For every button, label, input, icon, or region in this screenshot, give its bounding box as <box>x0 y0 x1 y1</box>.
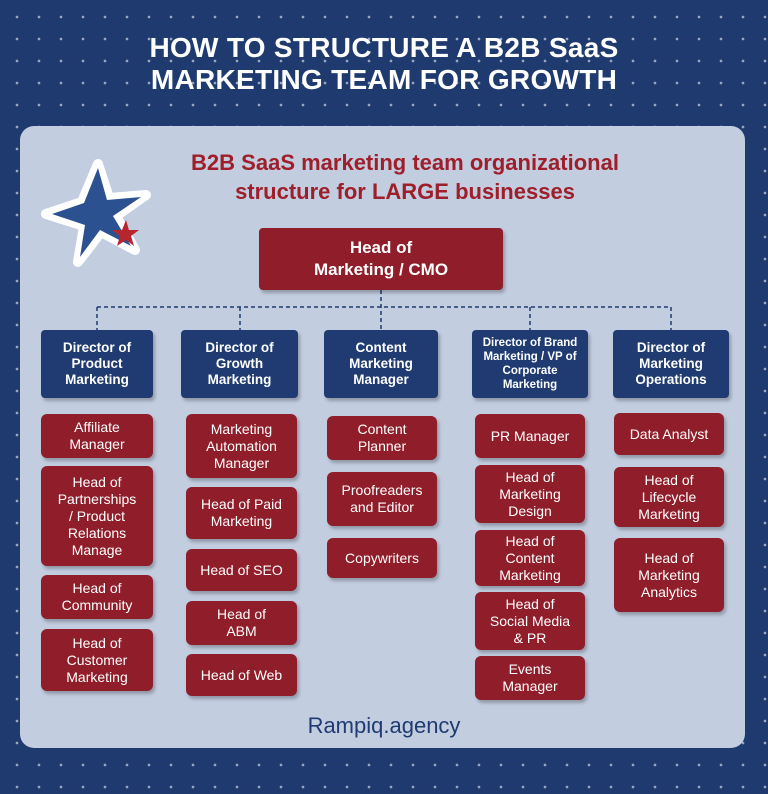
role-box-head-of-marketing-analytics: Head of Marketing Analytics <box>614 538 724 612</box>
director-line: Product <box>71 356 123 371</box>
role-box-pr-manager: PR Manager <box>475 414 585 458</box>
role-line: Events <box>508 661 552 677</box>
role-line: Head of <box>216 606 267 622</box>
role-box-head-of-lifecycle-marketing: Head of Lifecycle Marketing <box>614 467 724 527</box>
director-line: Marketing / VP of <box>483 351 577 363</box>
director-line: Growth <box>215 356 264 371</box>
role-line: Planner <box>357 438 407 454</box>
role-line: Marketing <box>66 668 128 685</box>
role-line: Head of <box>505 532 555 549</box>
role-line: PR Manager <box>490 427 570 444</box>
role-line: Affiliate <box>74 419 120 435</box>
head-of-marketing-box: Head of Marketing / CMO <box>259 228 503 290</box>
role-line: Marketing <box>499 566 561 583</box>
role-line: Marketing <box>638 505 700 522</box>
role-line: Head of <box>644 549 694 566</box>
director-line: Director of <box>205 340 274 355</box>
director-box-content-marketing-manager: Content Marketing Manager <box>324 330 438 398</box>
role-box-head-of-web: Head of Web <box>186 654 297 696</box>
role-line: Head of <box>505 595 555 612</box>
role-line: Marketing <box>210 513 273 529</box>
role-line: Head of Web <box>200 666 283 683</box>
role-line: Lifecycle <box>641 488 697 505</box>
role-line: Analytics <box>640 583 698 600</box>
director-box-brand-marketing: Director of Brand Marketing / VP of Corp… <box>472 330 588 398</box>
title-line-2: MARKETING TEAM FOR GROWTH <box>150 64 618 95</box>
head-line-1: Head of <box>349 238 413 257</box>
role-box-head-of-paid-marketing: Head of Paid Marketing <box>186 487 297 539</box>
director-line: Marketing <box>65 372 129 387</box>
subtitle-line-2: structure for LARGE businesses <box>235 179 575 204</box>
star-icon <box>40 158 158 276</box>
director-line: Marketing <box>639 356 703 371</box>
subtitle-line-1: B2B SaaS marketing team organizational <box>191 150 619 175</box>
director-box-marketing-operations: Director of Marketing Operations <box>613 330 729 398</box>
role-line: Proofreaders <box>341 482 423 498</box>
role-box-head-of-seo: Head of SEO <box>186 549 297 591</box>
role-line: ABM <box>226 623 257 639</box>
director-line: Marketing <box>207 372 272 387</box>
director-box-product-marketing: Director of Product Marketing <box>41 330 153 398</box>
role-box-head-of-customer-marketing: Head of Customer Marketing <box>41 629 153 691</box>
director-line: Director of <box>62 340 132 355</box>
head-line-2: Marketing / CMO <box>313 260 449 279</box>
role-line: Design <box>508 502 552 519</box>
chart-subtitle: B2B SaaS marketing team organizational s… <box>140 148 670 206</box>
role-box-proofreaders-and-editor: Proofreaders and Editor <box>327 472 437 526</box>
role-box-head-of-marketing-design: Head of Marketing Design <box>475 465 585 523</box>
role-line: Content <box>357 421 407 437</box>
role-line: Marketing <box>638 566 700 583</box>
role-line: / Product <box>68 507 126 524</box>
role-line: Social Media <box>489 612 571 629</box>
role-line: and Editor <box>350 499 414 515</box>
role-line: Head of <box>72 580 122 596</box>
director-line: Director of <box>636 340 706 355</box>
title-line-1: HOW TO STRUCTURE A B2B SaaS <box>149 32 619 63</box>
director-line: Marketing <box>502 379 558 391</box>
director-box-growth-marketing: Director of Growth Marketing <box>181 330 298 398</box>
role-line: Head of <box>505 468 555 485</box>
director-line: Manager <box>353 372 409 387</box>
role-line: Community <box>61 597 133 613</box>
role-line: Marketing <box>210 420 273 437</box>
role-box-content-planner: Content Planner <box>327 416 437 460</box>
role-line: Head of <box>644 471 694 488</box>
role-line: Customer <box>66 651 128 668</box>
role-box-head-of-content-marketing: Head of Content Marketing <box>475 530 585 586</box>
director-line: Operations <box>635 372 707 387</box>
role-box-affiliate-manager: Affiliate Manager <box>41 414 153 458</box>
role-line: Manager <box>213 454 270 471</box>
director-line: Director of Brand <box>482 337 578 349</box>
role-box-head-of-social-media-pr: Head of Social Media & PR <box>475 592 585 650</box>
role-line: Head of <box>72 473 122 490</box>
role-line: Manager <box>69 436 125 452</box>
role-box-copywriters: Copywriters <box>327 538 437 578</box>
role-line: Manager <box>502 678 558 694</box>
director-line: Corporate <box>502 365 558 377</box>
role-box-data-analyst: Data Analyst <box>614 413 724 455</box>
role-line: Head of SEO <box>200 561 283 578</box>
role-line: Head of Paid <box>201 496 282 512</box>
role-box-head-of-abm: Head of ABM <box>186 601 297 645</box>
director-line: Content <box>355 340 407 355</box>
role-box-marketing-automation-manager: Marketing Automation Manager <box>186 414 297 478</box>
role-line: Marketing <box>499 485 561 502</box>
role-box-head-of-partnerships: Head of Partnerships / Product Relations… <box>41 466 153 566</box>
role-box-head-of-community: Head of Community <box>41 575 153 619</box>
role-line: Automation <box>206 437 277 454</box>
director-line: Marketing <box>349 356 413 371</box>
role-line: Copywriters <box>345 549 419 566</box>
role-line: Head of <box>72 634 122 651</box>
role-line: Content <box>505 549 555 566</box>
role-line: Manage <box>71 541 123 558</box>
page-title: HOW TO STRUCTURE A B2B SaaS MARKETING TE… <box>0 32 768 96</box>
footer-brand: Rampiq.agency <box>307 713 461 738</box>
role-line: & PR <box>513 629 547 646</box>
role-line: Data Analyst <box>629 425 709 442</box>
role-line: Partnerships <box>57 490 137 507</box>
role-line: Relations <box>67 524 127 541</box>
role-box-events-manager: Events Manager <box>475 656 585 700</box>
